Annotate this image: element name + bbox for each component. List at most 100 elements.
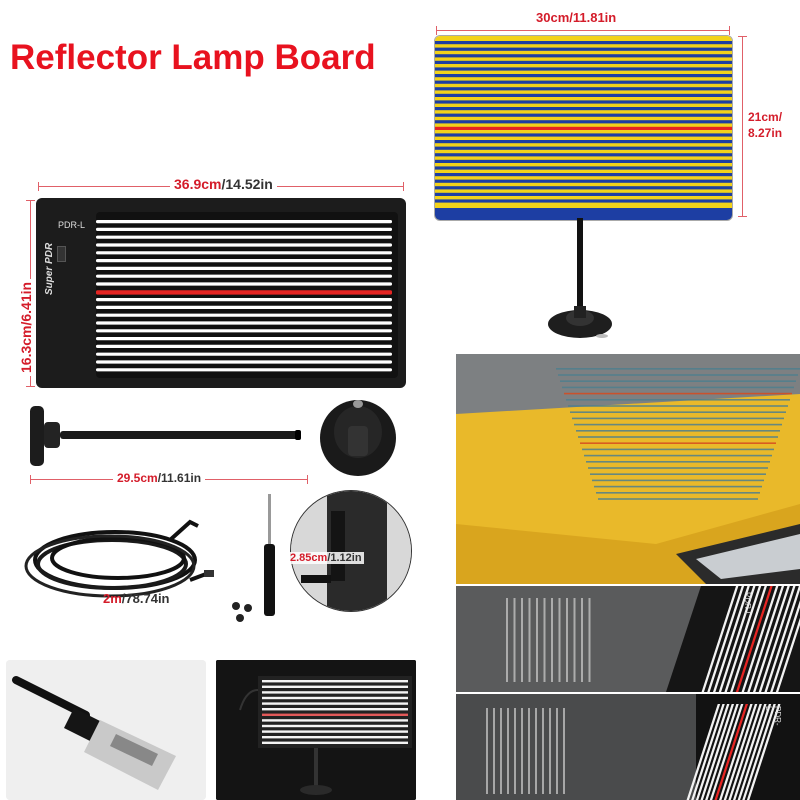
yellow-width-tick-left: [436, 26, 437, 35]
black-board-white-stripe: [96, 235, 392, 239]
lit-board-stripe: [262, 719, 408, 722]
yellow-board-stand: [548, 218, 612, 338]
hood-reflection-stripe: [564, 392, 792, 395]
photo3-pdr-label: PDR-L: [764, 706, 782, 726]
black-board-white-stripe: [96, 282, 392, 286]
photo-board-stripe: [742, 704, 776, 800]
photo-board-stripe: [724, 586, 762, 692]
photo-board-stripe: [695, 704, 730, 800]
yellow-board-blue-stripe: [435, 107, 732, 111]
slot-thickness-label-cm: 2.85cm: [290, 552, 328, 564]
yellow-board-red-stripe: [435, 126, 732, 130]
yellow-height-label-in: 8.27in: [748, 126, 783, 140]
hood-reflection-stripe: [572, 417, 784, 420]
hood-reflection-stripe: [588, 467, 768, 469]
hood-reflection-stripe: [592, 479, 764, 482]
hood-reflection-stripe: [576, 430, 780, 432]
hood-reflection-stripe: [570, 411, 786, 413]
yellow-board-blue-stripe: [435, 74, 732, 78]
photo-board-stripe: [764, 586, 800, 692]
cable-length-label-cm: 2m: [103, 591, 122, 606]
reflection-stripe: [514, 708, 516, 794]
yellow-board-blue-stripe: [435, 80, 732, 84]
hood-reflection-stripe: [568, 405, 788, 407]
black-height-tick-top: [26, 200, 35, 201]
black-board-white-stripe: [96, 321, 392, 325]
photo-board-stripe: [686, 704, 721, 800]
black-board-white-stripe: [96, 305, 392, 309]
photo-board-stripe: [723, 704, 758, 800]
reflection-stripe: [556, 708, 558, 794]
yellow-board-blue-stripe: [435, 87, 732, 91]
yellow-board-blue-stripe: [435, 47, 732, 51]
yellow-height-tick-bottom: [738, 216, 747, 217]
support-rod: [30, 406, 301, 466]
yellow-board-blue-stripe: [435, 140, 732, 144]
black-board-white-stripe: [96, 329, 392, 333]
photo-board-stripe: [737, 704, 772, 800]
yellow-width-dimension-line: [436, 30, 730, 31]
dent-inspection-photo-1: PDR-L: [456, 586, 800, 692]
hood-reflection-stripe: [560, 380, 796, 382]
hood-reflection-stripe: [580, 442, 776, 444]
yellow-height-dimension-line: [742, 36, 743, 216]
yellow-board-blue-stripe: [435, 133, 732, 137]
hood-reflection-stripe: [596, 492, 760, 494]
photo-board-stripe: [719, 704, 753, 800]
yellow-width-label: 30cm/11.81in: [532, 10, 621, 25]
reflection-stripe: [506, 598, 508, 682]
yellow-width-tick-right: [729, 26, 730, 35]
photo-board-stripe: [709, 704, 744, 800]
reflection-stripe: [536, 598, 538, 682]
reflection-stripe: [563, 708, 565, 794]
reflection-stripe: [566, 598, 568, 682]
usb-cable-coil: [24, 519, 214, 598]
lit-board-stripe: [262, 702, 408, 705]
slot-thickness-label: 2.85cm/1.12in: [288, 552, 364, 564]
yellow-board-blue-stripe: [435, 120, 732, 124]
lit-board-stripe: [262, 713, 408, 716]
cable-length-label: 2m/78.74in: [103, 591, 170, 606]
reflection-stripe: [535, 708, 537, 794]
yellow-board-blue-stripe: [435, 192, 732, 196]
yellow-board-stripes: [435, 36, 732, 220]
hood-reflection-stripe: [586, 461, 770, 463]
rod-length-tick-right: [307, 475, 308, 484]
photo-board-stripe: [741, 586, 779, 692]
yellow-board-blue-stripe: [435, 60, 732, 64]
black-board-red-stripe: [96, 290, 392, 295]
slot-thickness-label-in: /1.12in: [327, 552, 362, 564]
hood-reflection-stripe: [578, 436, 778, 438]
lit-board-stripe: [262, 730, 408, 733]
black-board-white-stripe: [96, 259, 392, 263]
hood-reflection-stripe: [574, 423, 782, 426]
lit-board-stripe: [262, 696, 408, 700]
rod-length-label-in: /11.61in: [157, 471, 202, 485]
lit-board-stripe: [262, 691, 408, 694]
black-board-white-stripe: [96, 360, 392, 364]
hood-reflection-stripe: [598, 498, 758, 500]
yellow-board-blue-stripe: [435, 179, 732, 183]
reflection-stripe: [588, 598, 591, 682]
reflection-stripe: [521, 708, 523, 794]
reflection-stripe: [528, 708, 530, 794]
yellow-car-hood-photo: [456, 354, 800, 584]
yellow-board-blue-stripe: [435, 173, 732, 177]
yellow-height-tick-top: [738, 36, 747, 37]
hood-reflection-stripe: [590, 473, 766, 475]
yellow-board-blue-stripe: [435, 67, 732, 71]
super-pdr-logo: Super PDR: [44, 242, 55, 295]
yellow-board-blue-stripe: [435, 186, 732, 190]
lit-board-photo: [216, 660, 416, 800]
yellow-board-blue-stripe: [435, 41, 732, 45]
photo-board-stripe: [746, 704, 781, 800]
lit-board-stripe: [262, 741, 408, 744]
photo-board-stripe: [732, 704, 767, 800]
black-width-label: 36.9cm/14.52in: [170, 176, 277, 192]
photo-board-stripe: [691, 704, 725, 800]
reflection-stripe: [513, 598, 516, 682]
reflection-stripe: [521, 598, 523, 682]
reflection-stripe: [549, 708, 551, 794]
lit-board-stripe: [262, 685, 408, 688]
reflection-stripe: [542, 708, 544, 794]
